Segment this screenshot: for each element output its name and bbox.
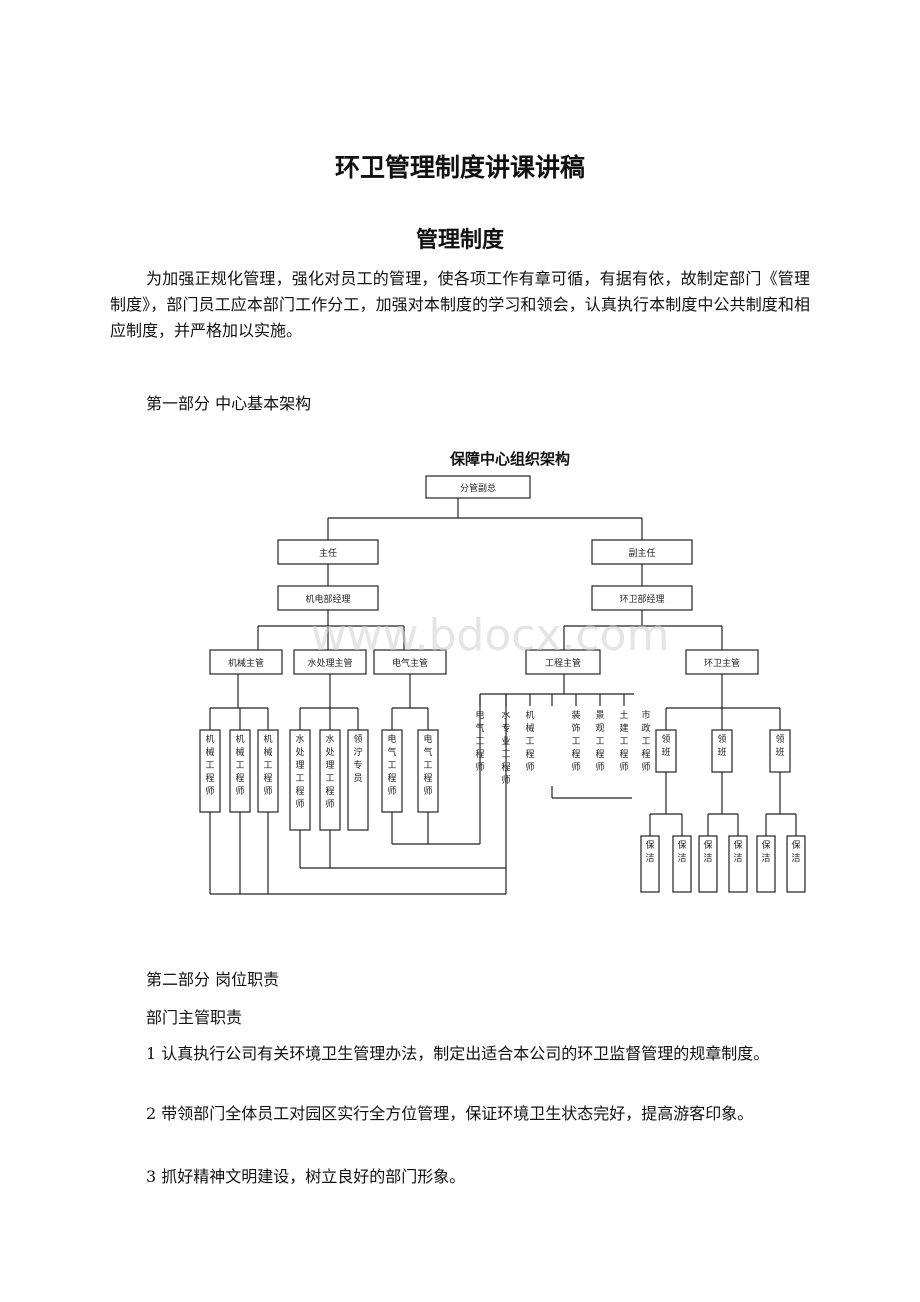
org-label-cleaners-2: 保洁 — [703, 839, 712, 864]
box-director — [277, 539, 379, 565]
duty-item-2: 2 带领部门全体员工对园区实行全方位管理，保证环境卫生状态完好，提高游客印象。 — [146, 1104, 754, 1123]
org-label-mech_eng-2: 机械工程师 — [263, 733, 272, 797]
intro-paragraph: 为加强正规化管理，强化对员工的管理，使各项工作有章可循，有据有依，故制定部门《管… — [110, 269, 810, 340]
part2-heading: 第二部分 岗位职责 — [146, 970, 280, 989]
doc-title: 环卫管理制度讲课讲稿 — [334, 153, 585, 182]
org-connectors — [209, 498, 797, 895]
org-label-cleaners-1: 保洁 — [677, 839, 686, 864]
org-label-water_staff-0: 水处理工程师 — [295, 733, 304, 810]
org-label-leaders-1: 领班 — [717, 733, 726, 758]
org-label-eng_left-0: 电气工程师 — [475, 709, 484, 773]
box-eng-super — [525, 649, 601, 675]
box-water-super — [293, 649, 367, 675]
org-chart: 保障中心组织架构 分管副总 主任 副主任 机电部经理 环卫部经理 机械主管 水处… — [199, 450, 806, 895]
org-label-eng_right-0: 装饰工程师 — [571, 709, 580, 773]
org-box-water_staff-0 — [289, 729, 311, 831]
org-label-cleaners-4: 保洁 — [761, 839, 770, 864]
org-box-cleaners-1 — [672, 835, 692, 893]
org-label-eng_right-2: 土建工程师 — [619, 709, 628, 773]
org-box-cleaners-0 — [640, 835, 660, 893]
org-label-mech_eng-0: 机械工程师 — [205, 733, 214, 797]
org-label-leaders-0: 领班 — [661, 733, 670, 758]
org-box-elec_eng-0 — [381, 729, 403, 813]
part1-heading: 第一部分 中心基本架构 — [146, 394, 312, 413]
label-vice-director: 副主任 — [628, 547, 655, 559]
org-label-water_staff-2: 领泞专员 — [353, 733, 362, 784]
section-heading: 部门主管职责 — [146, 1008, 243, 1027]
org-box-leaders-1 — [711, 729, 733, 773]
label-mech-super: 机械主管 — [228, 657, 264, 669]
org-label-elec_eng-0: 电气工程师 — [387, 733, 396, 797]
org-title: 保障中心组织架构 — [449, 450, 570, 468]
org-box-cleaners-2 — [698, 835, 718, 893]
watermark: www.bdocx.com — [311, 610, 670, 661]
org-box-elec_eng-1 — [417, 729, 439, 813]
box-mep-manager — [277, 585, 379, 611]
org-box-water_staff-2 — [347, 729, 369, 831]
box-env-manager — [591, 585, 693, 611]
org-label-eng_left-2: 机械工程师 — [525, 709, 534, 773]
org-label-cleaners-3: 保洁 — [733, 839, 742, 864]
label-elec-super: 电气主管 — [392, 657, 428, 669]
org-box-water_staff-1 — [319, 729, 341, 831]
org-label-eng_right-3: 市政工程师 — [641, 709, 650, 773]
org-vertical-labels: 机械工程师 机械工程师 机械工程师 水处理工程师 水处理工程师 领泞专员 电气工程师 电气工程… — [205, 709, 800, 864]
org-box-cleaners-4 — [756, 835, 776, 893]
box-mech-super — [209, 649, 283, 675]
org-box-cleaners-3 — [728, 835, 748, 893]
label-env-super: 环卫主管 — [704, 657, 740, 669]
label-eng-super: 工程主管 — [545, 657, 581, 669]
org-label-eng_right-1: 景观工程师 — [595, 710, 604, 773]
duty-item-1: 1 认真执行公司有关环境卫生管理办法，制定出适合本公司的环卫监督管理的规章制度。 — [146, 1044, 770, 1063]
box-top — [425, 475, 531, 499]
label-env-manager: 环卫部经理 — [619, 593, 664, 605]
label-mep-manager: 机电部经理 — [305, 593, 350, 605]
org-label-cleaners-0: 保洁 — [645, 839, 654, 864]
duty-item-3: 3 抓好精神文明建设，树立良好的部门形象。 — [146, 1167, 466, 1186]
org-box-mech_eng-0 — [199, 729, 221, 813]
org-label-leaders-2: 领班 — [775, 733, 784, 758]
org-vertical-boxes — [199, 729, 806, 893]
org-box-mech_eng-2 — [257, 729, 279, 813]
org-box-leaders-2 — [769, 729, 791, 773]
org-box-mech_eng-1 — [229, 729, 251, 813]
label-director: 主任 — [319, 547, 337, 559]
org-label-eng_left-1: 水专业工程师 — [501, 709, 510, 786]
box-env-super — [685, 649, 759, 675]
doc-subtitle: 管理制度 — [415, 227, 504, 253]
org-label-cleaners-5: 保洁 — [791, 839, 800, 864]
box-vice-director — [591, 539, 693, 565]
org-label-elec_eng-1: 电气工程师 — [423, 733, 432, 797]
label-top: 分管副总 — [460, 482, 496, 494]
org-box-cleaners-5 — [786, 835, 806, 893]
org-label-mech_eng-1: 机械工程师 — [235, 733, 244, 797]
box-elec-super — [373, 649, 447, 675]
org-label-water_staff-1: 水处理工程师 — [325, 733, 334, 810]
label-water-super: 水处理主管 — [307, 657, 352, 669]
org-box-leaders-0 — [655, 729, 677, 773]
